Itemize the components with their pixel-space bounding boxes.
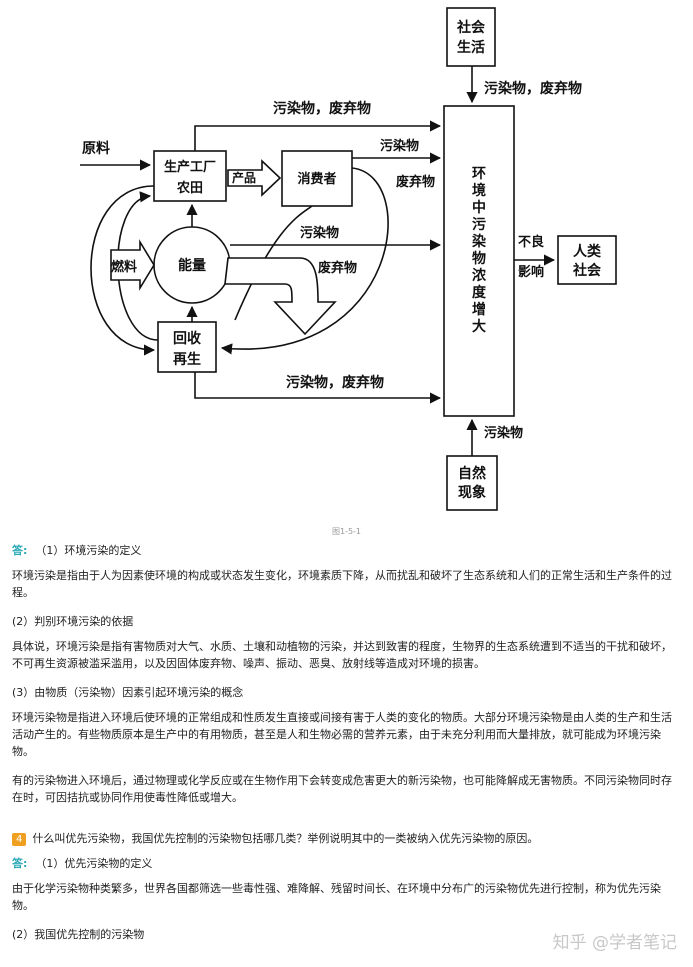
svg-text:物: 物 <box>472 250 486 267</box>
consumer-box <box>281 150 353 207</box>
fuel-label: 燃料 <box>111 259 137 275</box>
pollutant-waste-top-label: 污染物，废弃物 <box>273 100 371 117</box>
svg-text:污: 污 <box>472 216 486 233</box>
environment-pollution-diagram: 社会 生活 生产工厂 农田 消费者 能量 燃料 回收 再生 环 境 中 污 染 … <box>80 7 617 511</box>
a3-text-1: 环境污染物是指进入环境后使环境的正常组成和性质发生直接或间接有害于人类的变化的物… <box>12 711 672 758</box>
svg-text:境: 境 <box>472 182 486 199</box>
consumer-label: 消费者 <box>297 171 336 187</box>
a2-heading: (2）判别环境污染的依据 <box>12 615 134 628</box>
pollutant-energy-label: 污染物 <box>300 225 339 241</box>
a1-text: 环境污染是指由于人为因素使环境的构成或状态发生变化，环境素质下降，从而扰乱和破坏… <box>12 569 672 599</box>
social-life-label: 社会 <box>456 19 486 36</box>
svg-text:生活: 生活 <box>457 39 485 56</box>
question-4-text: 什么叫优先污染物，我国优先控制的污染物包括哪几类？举例说明其中的一类被纳入优先污… <box>32 832 539 845</box>
recycle-label: 回收 <box>173 330 202 347</box>
environment-box <box>443 105 515 417</box>
pollutant-waste-bottom-label: 污染物，废弃物 <box>286 374 384 391</box>
social-life-box <box>446 7 496 67</box>
answer-label: 答: <box>12 544 28 557</box>
svg-text:环: 环 <box>472 166 486 182</box>
svg-text:增: 增 <box>472 301 486 318</box>
svg-text:影响: 影响 <box>518 264 544 280</box>
svg-text:现象: 现象 <box>458 484 486 501</box>
a2-text: 具体说，环境污染是指有害物质对大气、水质、土壤和动植物的污染，并达到致害的程度，… <box>12 640 672 670</box>
human-society-label: 人类 <box>573 243 602 260</box>
waste-energy-label: 废弃物 <box>318 260 357 276</box>
pollutant-consumer-label: 污染物 <box>380 138 419 154</box>
svg-text:社会: 社会 <box>572 262 602 279</box>
fuel-arrow <box>110 239 155 291</box>
b1-text: 由于化学污染物种类繁多，世界各国都筛选一些毒性强、难降解、残留时间长、在环境中分… <box>12 882 661 912</box>
energy-label: 能量 <box>178 257 206 274</box>
question-number-badge: 4 <box>12 833 27 846</box>
figure-caption: 图1-5-1 <box>331 527 362 536</box>
product-label: 产品 <box>232 170 256 185</box>
a1-heading: （1）环境污染的定义 <box>35 544 142 557</box>
question-4: 4 什么叫优先污染物，我国优先控制的污染物包括哪几类？举例说明其中的一类被纳入优先… <box>12 830 682 847</box>
svg-text:再生: 再生 <box>173 351 201 368</box>
product-arrow <box>227 159 282 197</box>
svg-text:大: 大 <box>472 318 486 335</box>
svg-text:浓: 浓 <box>472 267 487 284</box>
energy-waste-arrow <box>224 257 337 336</box>
natural-phenomena-label: 自然 <box>458 465 486 482</box>
article-body: 答: （1）环境污染的定义 环境污染是指由于人为因素使环境的构成或状态发生变化，环… <box>12 542 682 943</box>
b1-heading: （1）优先污染物的定义 <box>35 857 153 870</box>
svg-text:染: 染 <box>472 233 487 250</box>
svg-text:农田: 农田 <box>176 180 203 196</box>
pollutant-natural-label: 污染物 <box>484 425 523 441</box>
svg-text:中: 中 <box>472 199 486 216</box>
a3-heading: (3）由物质（污染物）因素引起环境污染的概念 <box>12 686 244 699</box>
bad-effect-label: 不良 <box>518 234 544 250</box>
a3-text-2: 有的污染物进入环境后，通过物理或化学反应或在生物作用下会转变成危害更大的新污染物… <box>12 774 672 804</box>
recycle-box <box>157 321 217 373</box>
watermark: 知乎 @学者笔记 <box>552 933 677 953</box>
waste-consumer-label: 废弃物 <box>396 174 435 190</box>
environment-label: 环 境 中 污 染 物 浓 度 增 大 <box>472 166 487 335</box>
producer-label: 生产工厂 <box>164 159 216 175</box>
human-society-box <box>557 235 617 285</box>
b2-heading: (2）我国优先控制的污染物 <box>12 928 145 941</box>
raw-material-label: 原料 <box>82 140 110 157</box>
pollutant-waste-social-label: 污染物，废弃物 <box>484 80 582 97</box>
producer-box <box>153 150 227 202</box>
natural-phenomena-box <box>446 455 498 511</box>
answer-label-2: 答: <box>12 857 28 870</box>
svg-text:度: 度 <box>472 284 487 301</box>
